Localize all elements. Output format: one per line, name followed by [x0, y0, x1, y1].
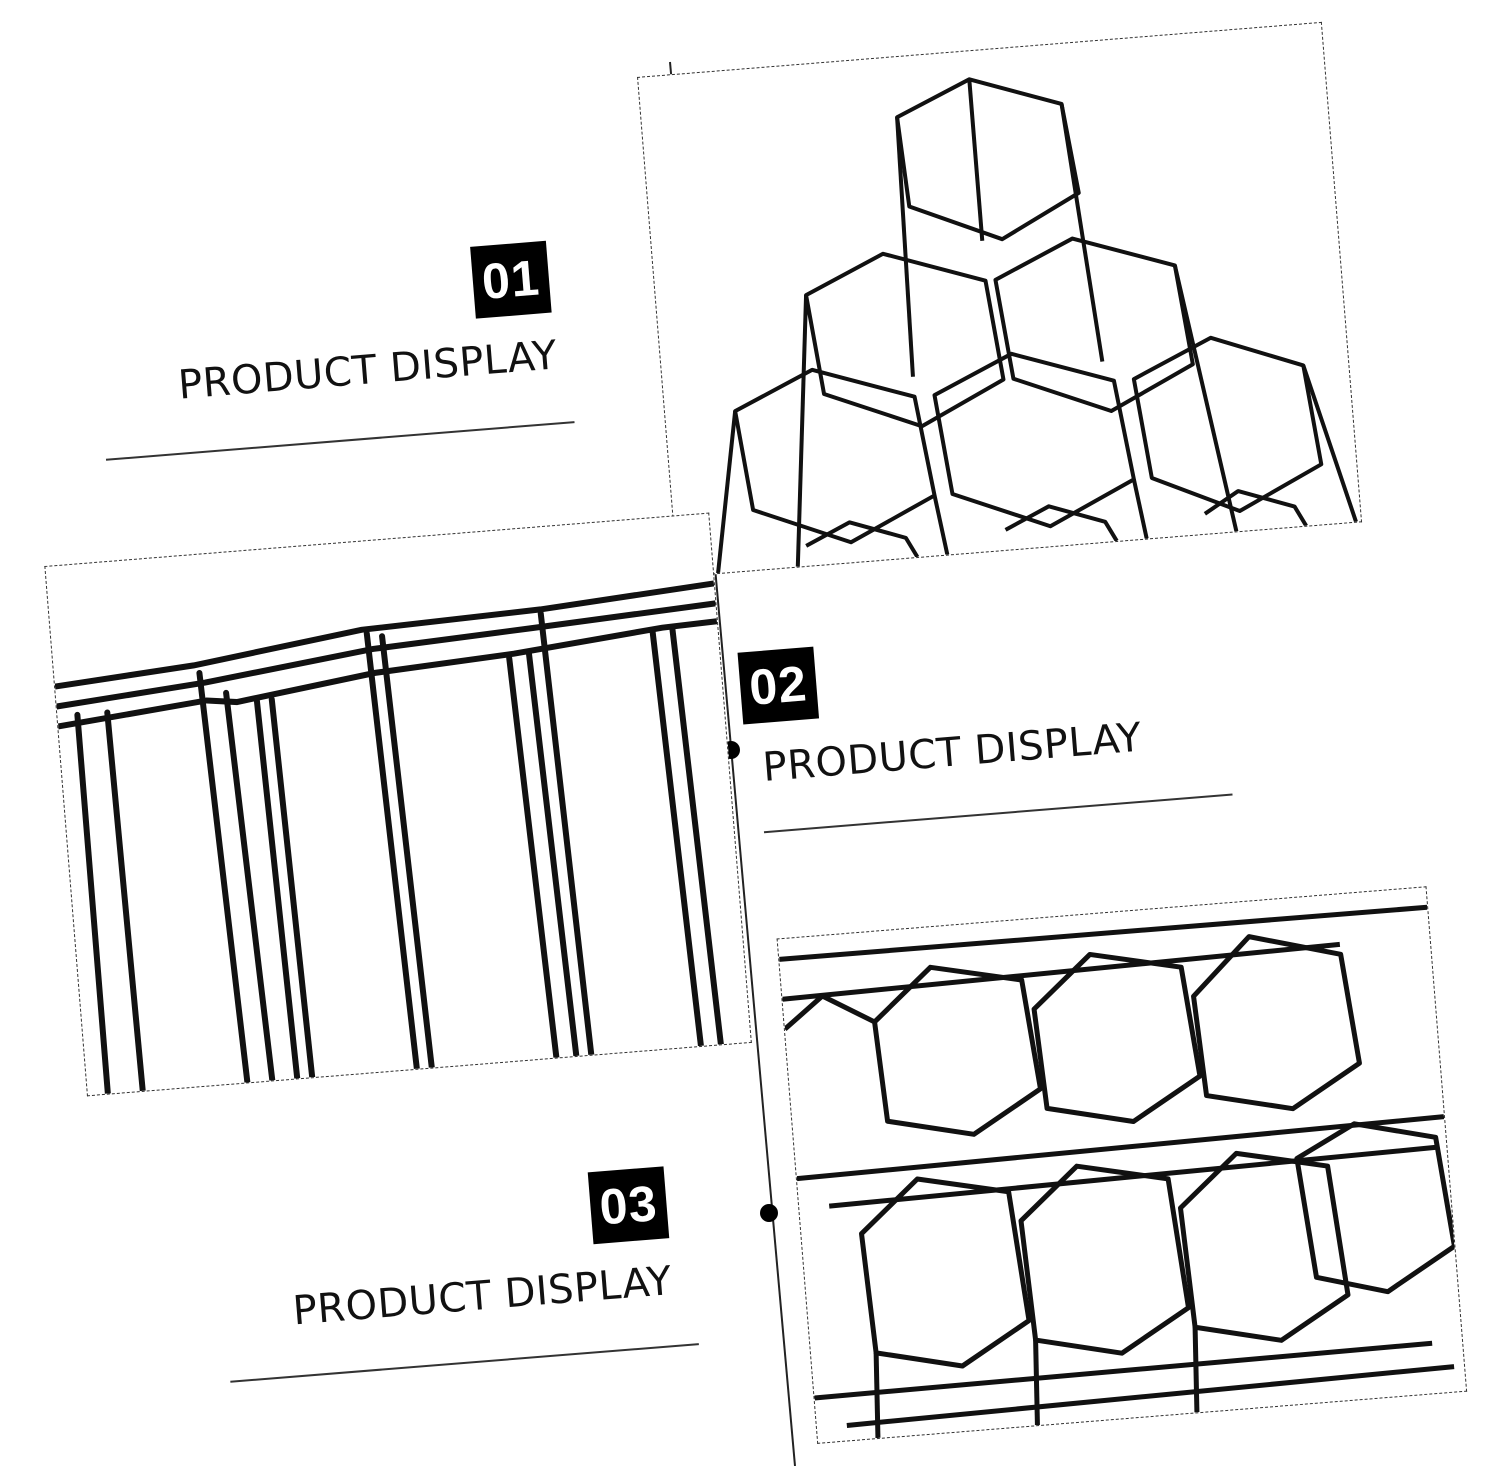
section-caption-01: PRODUCT DISPLAY: [176, 332, 559, 409]
product-photo-stacked-rack: [776, 886, 1468, 1444]
product-photo-pyramid-rack: [637, 21, 1363, 578]
section-caption-03: PRODUCT DISPLAY: [291, 1258, 674, 1335]
section-rule-02: [763, 793, 1233, 834]
section-number-01: 01: [470, 240, 552, 319]
pyramid-rack-drawing: [716, 77, 1358, 574]
section-rule-03: [230, 1343, 699, 1383]
stacked-rack-drawing: [779, 904, 1457, 1439]
section-number-02: 02: [737, 646, 820, 725]
timeline-dot-icon: [760, 1204, 778, 1222]
rod-detail-drawing: [52, 580, 724, 1096]
product-photo-rod-detail: [44, 512, 752, 1097]
section-rule-01: [105, 421, 575, 461]
section-caption-02: PRODUCT DISPLAY: [761, 714, 1144, 792]
section-number-03: 03: [587, 1166, 670, 1245]
